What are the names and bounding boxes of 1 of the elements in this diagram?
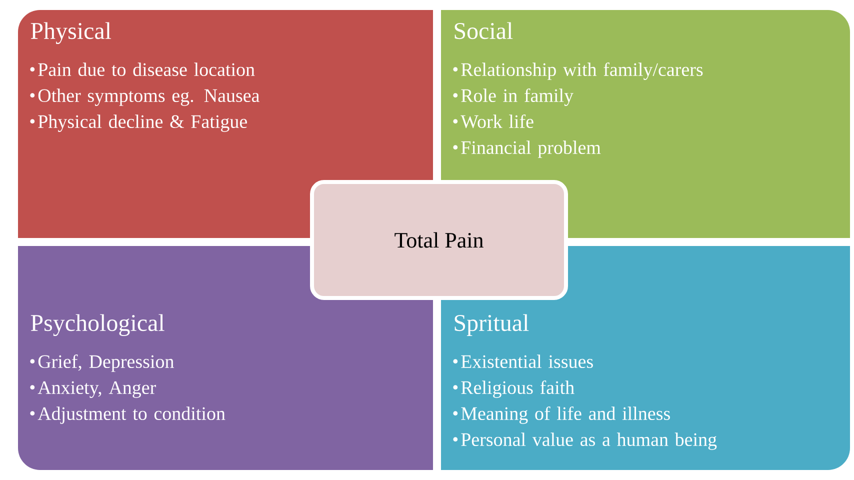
center-box: Total Pain [310, 180, 568, 300]
